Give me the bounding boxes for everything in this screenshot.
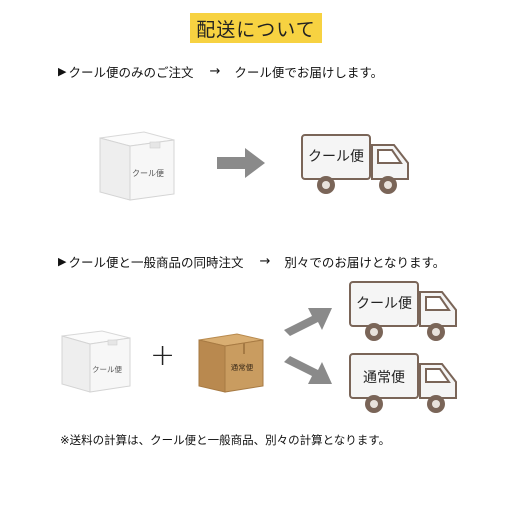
section1-result: クール便でお届けします。	[234, 65, 384, 80]
cool-box-icon: クール便	[99, 131, 175, 201]
cardboard-box-icon: 通常便	[198, 333, 264, 393]
truck-label: クール便	[308, 149, 364, 165]
truck-label: クール便	[356, 296, 412, 312]
triangle-bullet-icon: ▶	[58, 255, 67, 268]
section2-label: クール便と一般商品の同時注文	[68, 255, 244, 270]
cool-box-icon: クール便	[61, 330, 131, 393]
gray-arrow-down-icon	[284, 356, 332, 384]
shipping-note: ※送料の計算は、クール便と一般商品、別々の計算となります。	[60, 433, 391, 447]
page-title: 配送について	[190, 13, 322, 43]
gray-arrow-icon	[217, 148, 265, 178]
section1-arrow: →	[209, 64, 221, 79]
section2-heading: ▶ クール便と一般商品の同時注文 → 別々でのお届けとなります。	[58, 252, 445, 271]
section1-label: クール便のみのご注文	[68, 65, 194, 80]
cool-box-label: クール便	[92, 364, 122, 374]
section2-result: 別々でのお届けとなります。	[284, 255, 446, 270]
cardboard-label: 通常便	[231, 362, 254, 372]
truck-cool-icon: クール便	[301, 134, 409, 194]
truck-label: 通常便	[363, 370, 405, 386]
triangle-bullet-icon: ▶	[58, 65, 67, 78]
cool-box-label: クール便	[132, 168, 164, 178]
section1-heading: ▶ クール便のみのご注文 → クール便でお届けします。	[58, 62, 383, 81]
gray-arrow-up-icon	[284, 308, 332, 336]
truck-normal-icon: 通常便	[349, 353, 457, 413]
truck-cool-icon: クール便	[349, 281, 457, 341]
plus-sign: +	[150, 338, 176, 373]
section2-arrow: →	[259, 254, 271, 269]
